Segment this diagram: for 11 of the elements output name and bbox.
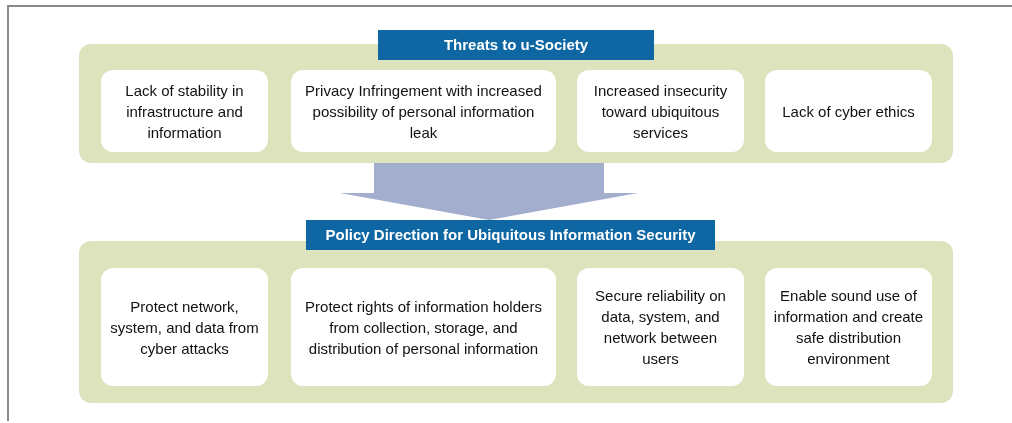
text-card: Protect network, system, and data from cyber attacks [101, 268, 268, 386]
text-card: Privacy Infringement with increased possibility of personal information leak [291, 70, 556, 152]
section-heading: Policy Direction for Ubiquitous Information Security [306, 220, 715, 250]
text-card: Lack of stability in infrastructure and information [101, 70, 268, 152]
text-card: Lack of cyber ethics [765, 70, 932, 152]
section-heading: Threats to u-Society [378, 30, 654, 60]
text-card: Increased insecurity toward ubiquitous services [577, 70, 744, 152]
text-card: Secure reliability on data, system, and network between users [577, 268, 744, 386]
text-card: Protect rights of information holders from collection, storage, and distribution of personal information [291, 268, 556, 386]
block-arrow [340, 163, 638, 220]
text-card: Enable sound use of information and create safe distribution environment [765, 268, 932, 386]
